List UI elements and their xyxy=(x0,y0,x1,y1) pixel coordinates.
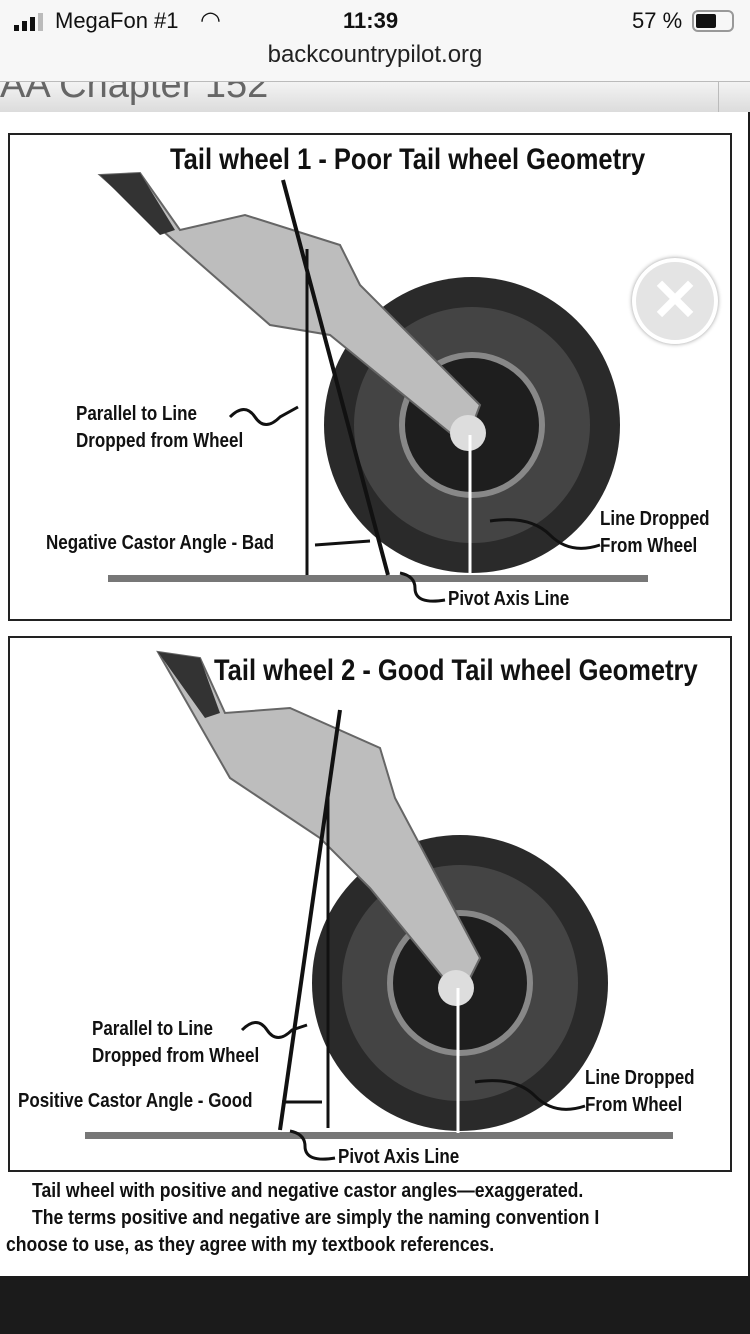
pivot-label: Pivot Axis Line xyxy=(448,588,570,610)
ground-line xyxy=(85,1132,673,1139)
diagram-panel-good: Tail wheel 2 - Good Tail wheel Geometry … xyxy=(8,636,732,1172)
dropped-label-line2: From Wheel xyxy=(600,535,698,557)
parallel-label-line2: Dropped from Wheel xyxy=(92,1045,260,1067)
tailwheel-arm xyxy=(156,650,482,1000)
parallel-label-line1: Parallel to Line xyxy=(92,1018,213,1040)
panel-title: Tail wheel 2 - Good Tail wheel Geometry xyxy=(214,654,698,687)
diagram-panel-poor: Tail wheel 1 - Poor Tail wheel Geometry … xyxy=(8,133,732,621)
battery-icon xyxy=(692,10,734,32)
angle-label: Positive Castor Angle - Good xyxy=(18,1090,253,1112)
tailwheel-illustration xyxy=(85,650,673,1161)
close-button[interactable]: ✕ xyxy=(632,258,718,344)
url-text: backcountrypilot.org xyxy=(267,41,483,68)
panel-title: Tail wheel 1 - Poor Tail wheel Geometry xyxy=(170,143,646,176)
carrier: MegaFon #1 xyxy=(55,8,179,33)
caption-line-1: Tail wheel with positive and negative ca… xyxy=(32,1180,584,1202)
wifi-icon: ◠ xyxy=(200,7,221,34)
dropped-label-line2: From Wheel xyxy=(585,1094,683,1116)
battery-level: 57 % xyxy=(632,8,683,33)
time: 11:39 xyxy=(343,8,399,33)
parallel-label-line2: Dropped from Wheel xyxy=(76,430,244,452)
address-bar[interactable]: backcountrypilot.org xyxy=(0,43,750,82)
caption-line-2: The terms positive and negative are simp… xyxy=(32,1207,600,1229)
parallel-label-line1: Parallel to Line xyxy=(76,403,197,425)
page-heading-partial: AA Chapter 152 xyxy=(0,82,269,106)
ground-line xyxy=(108,575,648,582)
dropped-label-line1: Line Dropped xyxy=(585,1067,695,1089)
caption-line-3: choose to use, as they agree with my tex… xyxy=(6,1234,495,1256)
angle-label: Negative Castor Angle - Bad xyxy=(46,532,274,554)
tailwheel-illustration xyxy=(97,171,648,603)
tailwheel-arm xyxy=(97,171,482,447)
signal-icon xyxy=(14,12,48,38)
pivot-label: Pivot Axis Line xyxy=(338,1146,460,1168)
image-lightbox: Tail wheel 1 - Poor Tail wheel Geometry … xyxy=(0,112,748,1276)
status-bar: MegaFon #1 ◠ 11:39 57 % xyxy=(0,0,750,45)
close-icon: ✕ xyxy=(650,268,700,333)
page-header: AA Chapter 152 xyxy=(0,82,750,112)
dropped-label-line1: Line Dropped xyxy=(600,508,710,530)
